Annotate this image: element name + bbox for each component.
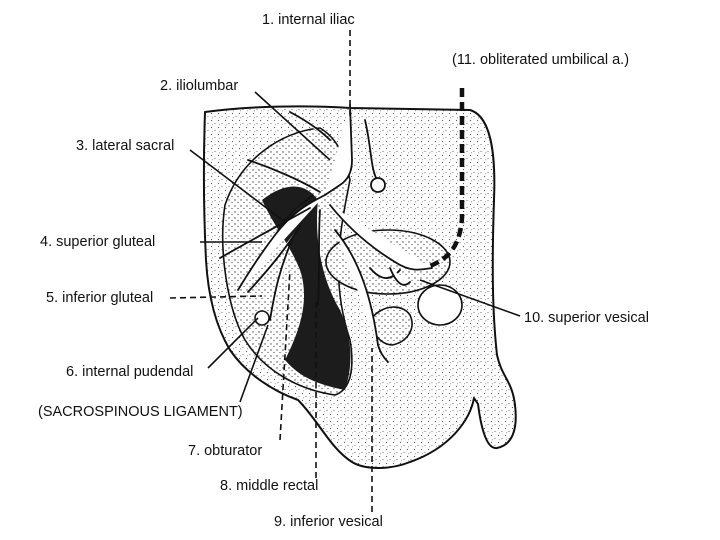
label-obturator: 7. obturator xyxy=(188,443,262,459)
label-iliolumbar: 2. iliolumbar xyxy=(160,78,238,94)
label-sacrospinous-ligament: (SACROSPINOUS LIGAMENT) xyxy=(38,404,243,420)
leader-lines xyxy=(169,30,521,512)
label-obliterated-umbilical: (11. obliterated umbilical a.) xyxy=(452,52,629,68)
arterial-tree xyxy=(219,104,433,363)
label-internal-pudendal: 6. internal pudendal xyxy=(66,364,193,380)
label-internal-iliac: 1. internal iliac xyxy=(262,12,355,28)
label-superior-vesical: 10. superior vesical xyxy=(524,310,649,326)
obliterated-umbilical-artery xyxy=(429,88,465,269)
label-superior-gluteal: 4. superior gluteal xyxy=(40,234,155,250)
label-middle-rectal: 8. middle rectal xyxy=(220,478,318,494)
label-inferior-gluteal: 5. inferior gluteal xyxy=(46,290,153,306)
gland-oval xyxy=(417,284,463,326)
label-inferior-vesical: 9. inferior vesical xyxy=(274,514,383,530)
label-lateral-sacral: 3. lateral sacral xyxy=(76,138,174,154)
